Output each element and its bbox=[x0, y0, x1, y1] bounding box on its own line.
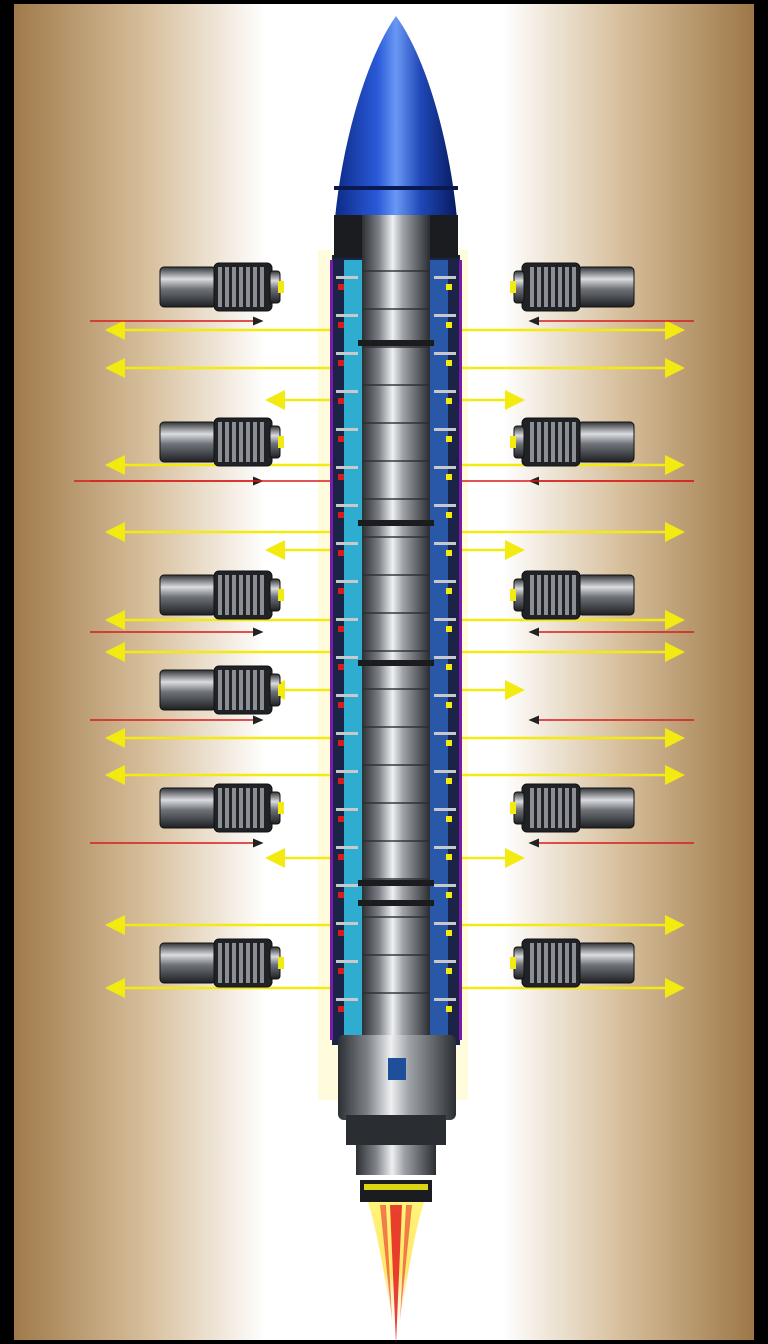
thruster-pod-icon bbox=[159, 417, 284, 467]
engine-collar-band bbox=[356, 1145, 436, 1175]
nose-cone-icon bbox=[334, 16, 458, 258]
thruster-pod-icon bbox=[510, 262, 635, 312]
thruster-pods bbox=[159, 262, 635, 988]
thruster-pod-icon bbox=[510, 938, 635, 988]
thruster-pod-icon bbox=[159, 570, 284, 620]
thruster-pod-icon bbox=[510, 417, 635, 467]
thruster-pod-icon bbox=[510, 570, 635, 620]
thruster-pod-icon bbox=[159, 665, 284, 715]
thruster-pod-icon bbox=[159, 783, 284, 833]
engine-collar bbox=[346, 1115, 446, 1145]
nozzle-base bbox=[360, 1180, 432, 1202]
main-tube bbox=[362, 220, 430, 1050]
cyan-channel-right bbox=[428, 260, 448, 1040]
exhaust-plume-icon bbox=[368, 1202, 424, 1344]
thruster-pod-icon bbox=[510, 783, 635, 833]
thruster-pod-icon bbox=[159, 938, 284, 988]
purple-edge-left bbox=[330, 260, 333, 1040]
thruster-pod-icon bbox=[159, 262, 284, 312]
hull-details bbox=[336, 270, 456, 1012]
engine-window bbox=[388, 1058, 406, 1080]
purple-edge-right bbox=[459, 260, 462, 1040]
cyan-channel-left bbox=[344, 260, 364, 1040]
rocket-body bbox=[330, 220, 462, 1202]
nozzle-stripe bbox=[364, 1184, 428, 1190]
